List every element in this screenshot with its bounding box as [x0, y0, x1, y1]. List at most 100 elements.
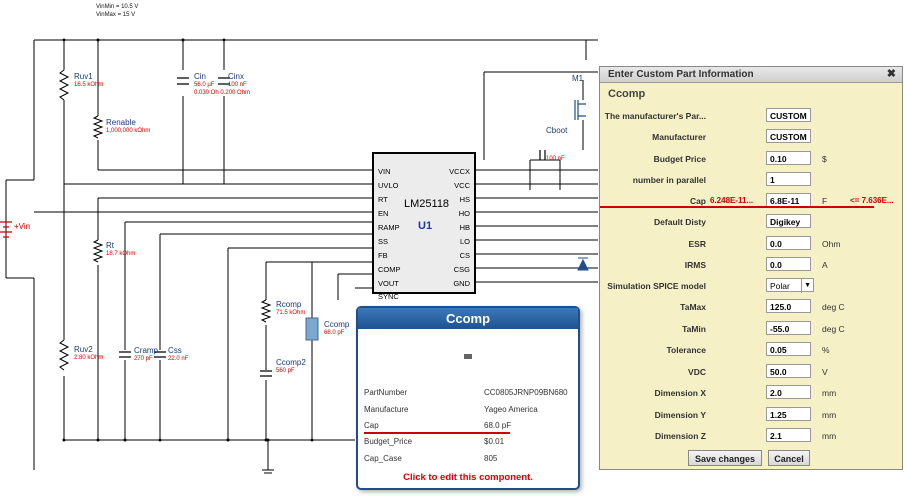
pin-vout: VOUT [378, 279, 399, 288]
chip-ref: U1 [418, 220, 433, 232]
field-row-number-parallel: number in parallel 1 [600, 172, 902, 190]
label-cinx[interactable]: Cinx [228, 72, 245, 81]
cap-input[interactable]: 6.8E-11 [766, 193, 811, 207]
chip-name: LM25118 [404, 198, 450, 210]
chevron-down-icon[interactable]: ▼ [801, 279, 811, 293]
pin-ss: SS [378, 237, 389, 246]
pin-vcc: VCC [454, 181, 470, 190]
pin-vin: VIN [378, 167, 391, 176]
value-css: 22.0 nF [168, 356, 189, 362]
tamin-input[interactable]: -55.0 [766, 321, 811, 335]
dimension-z-input[interactable]: 2.1 [766, 428, 811, 442]
label-vin-source[interactable]: +Vin [14, 222, 31, 231]
label-ccomp2[interactable]: Ccomp2 [276, 358, 306, 367]
pin-uvlo: UVLO [378, 181, 399, 190]
field-row-esr: ESR 0.0 Ohm [600, 236, 902, 254]
value-ruv2: 2.80 kOhm [74, 355, 104, 361]
field-row-budget-price: Budget Price 0.10 $ [600, 151, 902, 169]
card-edit-link[interactable]: Click to edit this component. [403, 472, 533, 483]
dimension-x-input[interactable]: 2.0 [766, 385, 811, 399]
value-cin-esr: 0.030 Oh 0.200 Ohm [194, 90, 251, 96]
label-cramp[interactable]: Cramp [134, 346, 159, 355]
custom-part-dialog[interactable]: Enter Custom Part Information ✖ Ccomp Th… [599, 66, 903, 470]
esr-input[interactable]: 0.0 [766, 236, 811, 250]
vin-max-note: VinMax = 15 V [96, 12, 136, 18]
field-row-manufacturer: Manufacturer CUSTOM [600, 129, 902, 147]
pin-cs: CS [459, 251, 470, 260]
cap-min-limit: 6.248E-11... [710, 196, 754, 205]
dialog-heading: Ccomp [608, 88, 646, 100]
irms-input[interactable]: 0.0 [766, 257, 811, 271]
chip-lm25118[interactable]: LM25118 U1 VIN UVLO RT EN RAMP SS FB COM… [372, 152, 476, 301]
dimension-y-input[interactable]: 1.25 [766, 407, 811, 421]
component-thumbnail-icon [464, 354, 472, 359]
value-ruv1: 16.5 kOhm [74, 82, 104, 88]
vdc-input[interactable]: 50.0 [766, 364, 811, 378]
value-renable: 1,000,000 kOhm [106, 128, 151, 134]
card-cap-underline [364, 432, 510, 434]
save-changes-button[interactable]: Save changes [688, 450, 762, 466]
label-ruv2[interactable]: Ruv2 [74, 345, 93, 354]
value-cramp: 270 pF [134, 356, 153, 362]
pin-en: EN [378, 209, 389, 218]
pin-ho: HO [458, 209, 470, 218]
default-disty-input[interactable]: Digikey [766, 214, 811, 228]
pin-sync: SYNC [378, 292, 399, 301]
field-row-tolerance: Tolerance 0.05 % [600, 342, 902, 360]
field-row-dimension-x: Dimension X 2.0 mm [600, 385, 902, 403]
label-m1[interactable]: M1 [572, 74, 584, 83]
pin-vccx: VCCX [449, 167, 470, 176]
cap-underline [600, 206, 874, 208]
pin-lo: LO [459, 237, 470, 246]
field-row-spice-model: Simulation SPICE model Polar ▼ [600, 278, 902, 296]
label-ccomp[interactable]: Ccomp [324, 320, 350, 329]
vin-min-note: VinMin = 10.5 V [96, 4, 139, 10]
value-rcomp: 71.5 kOhm [276, 310, 306, 316]
label-cboot[interactable]: Cboot [546, 126, 568, 135]
field-row-default-disty: Default Disty Digikey [600, 214, 902, 232]
pin-rt: RT [378, 195, 388, 204]
pin-hb: HB [459, 223, 470, 232]
field-row-dimension-y: Dimension Y 1.25 mm [600, 407, 902, 425]
pin-csg: CSG [453, 265, 470, 274]
value-cinx: 100 nF [228, 82, 247, 88]
pin-ramp: RAMP [378, 223, 400, 232]
label-renable[interactable]: Renable [106, 118, 136, 127]
field-row-irms: IRMS 0.0 A [600, 257, 902, 275]
pin-hs: HS [459, 195, 470, 204]
label-rcomp[interactable]: Rcomp [276, 300, 302, 309]
budget-price-input[interactable]: 0.10 [766, 151, 811, 165]
field-row-part-number: The manufacturer's Par... CUSTOM [600, 108, 902, 126]
dialog-title: Enter Custom Part Information [608, 69, 754, 80]
label-cin[interactable]: Cin [194, 72, 207, 81]
value-ccomp: 68.0 pF [324, 330, 345, 336]
field-row-tamin: TaMin -55.0 deg C [600, 321, 902, 339]
value-cboot: 100 nF [546, 156, 565, 162]
part-number-input[interactable]: CUSTOM [766, 108, 811, 122]
tamax-input[interactable]: 125.0 [766, 299, 811, 313]
pin-gnd: GND [453, 279, 470, 288]
close-icon[interactable]: ✖ [886, 68, 896, 80]
number-parallel-input[interactable]: 1 [766, 172, 811, 186]
field-row-dimension-z: Dimension Z 2.1 mm [600, 428, 902, 446]
label-rt[interactable]: Rt [106, 241, 114, 250]
tolerance-input[interactable]: 0.05 [766, 342, 811, 356]
spice-model-select[interactable]: Polar ▼ [766, 278, 814, 293]
field-row-tamax: TaMax 125.0 deg C [600, 299, 902, 317]
pin-fb: FB [378, 251, 388, 260]
label-ruv1[interactable]: Ruv1 [74, 72, 93, 81]
dialog-titlebar: Enter Custom Part Information ✖ [600, 67, 902, 83]
value-ccomp2: 560 pF [276, 368, 295, 374]
field-row-cap: Cap 6.248E-11... 6.8E-11 F <= 7.636E... [600, 193, 902, 211]
value-cin: 56.0 µF [194, 82, 215, 88]
cancel-button[interactable]: Cancel [768, 450, 810, 466]
label-css[interactable]: Css [168, 346, 182, 355]
card-title: Ccomp [358, 308, 578, 329]
pin-comp: COMP [378, 265, 401, 274]
field-row-vdc: VDC 50.0 V [600, 364, 902, 382]
cap-max-limit: <= 7.636E... [850, 196, 894, 205]
manufacturer-input[interactable]: CUSTOM [766, 129, 811, 143]
value-rt: 18.7 kOhm [106, 251, 136, 257]
